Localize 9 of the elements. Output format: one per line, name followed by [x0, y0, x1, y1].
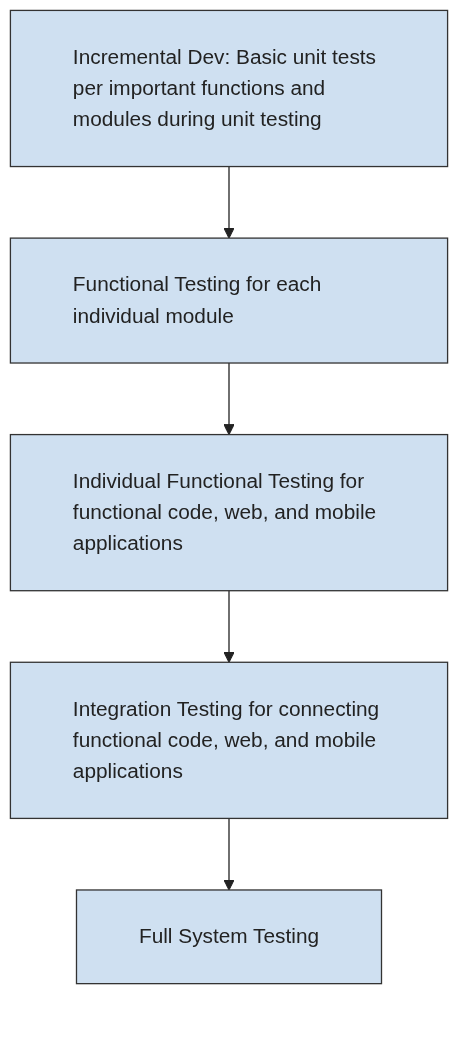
node-box: Incremental Dev: Basic unit tests per important functions and modules during unit testing [9, 9, 449, 168]
node-box: Full System Testing [75, 889, 383, 985]
arrow [223, 362, 235, 436]
arrow [223, 817, 235, 891]
arrow [223, 165, 235, 239]
arrow [223, 590, 235, 663]
node-box: Individual Functional Testing for functional code, web, and mobile applications [9, 433, 449, 592]
node-box: Functional Testing for each individual module [9, 237, 449, 364]
node-box: Integration Testing for connecting functional code, web, and mobile applications [9, 661, 449, 820]
